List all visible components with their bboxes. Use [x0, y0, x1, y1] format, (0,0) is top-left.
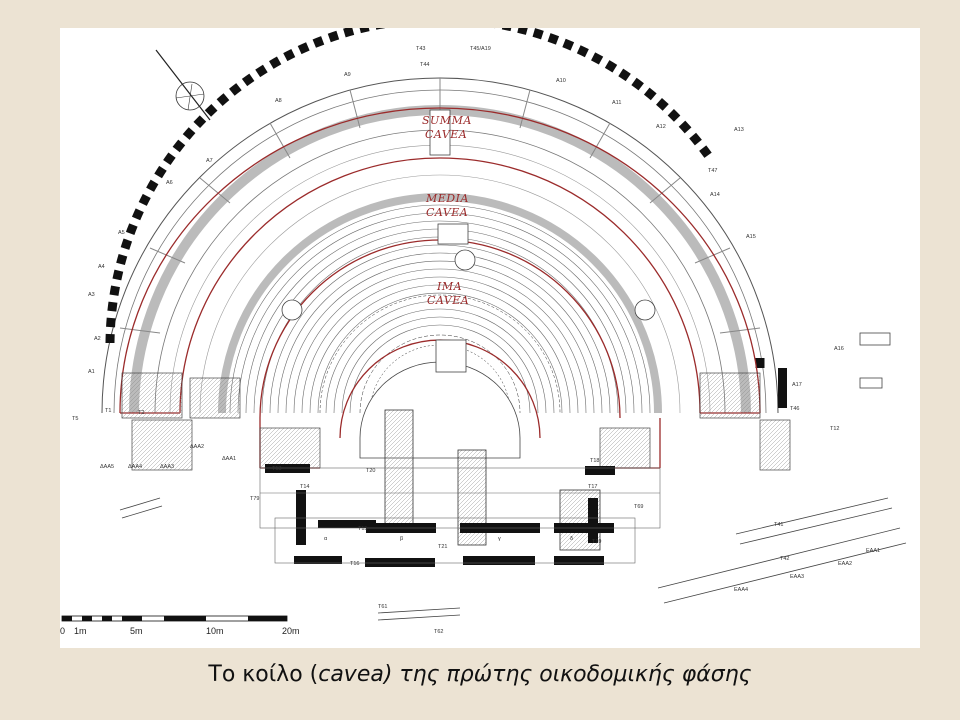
plan-label: A4 [98, 264, 105, 270]
plan-label: T21 [438, 544, 447, 550]
plan-label: A6 [166, 180, 173, 186]
plan-label: T43 [416, 46, 425, 52]
plan-label: ΔAA3 [160, 464, 174, 470]
plan-label: ΔAA4 [128, 464, 142, 470]
plan-label: ΔAA5 [100, 464, 114, 470]
plan-label: A12 [656, 124, 666, 130]
caption-cavea-word: cavea [318, 662, 384, 687]
central-stairs [429, 109, 469, 373]
plan-label: A5 [118, 230, 125, 236]
plan-label: T47 [708, 168, 717, 174]
plan-label: T19 [592, 539, 601, 545]
plan-label: δ [570, 536, 573, 542]
scale-label: 10m [206, 626, 224, 636]
plan-label: T61 [378, 604, 387, 610]
plan-panel: SUMMA CAVEA MEDIA CAVEA IMA CAVEA T43 T4… [60, 28, 920, 648]
plan-label: T12 [830, 426, 839, 432]
plan-label: β [400, 536, 403, 542]
plan-label: γ [498, 536, 501, 542]
plan-label: T44 [420, 62, 429, 68]
plan-label: T42 [780, 556, 789, 562]
plan-label: A10 [556, 78, 566, 84]
plan-labels: T43 T45/A19 T44 A1 A2 A3 A4 A5 A6 A7 A8 … [72, 46, 880, 635]
plan-label: T46 [790, 406, 799, 412]
plan-label: T20 [366, 468, 375, 474]
plan-label: A13 [734, 127, 744, 133]
scale-label: 20m [282, 626, 300, 636]
cavea-plan-drawing: SUMMA CAVEA MEDIA CAVEA IMA CAVEA T43 T4… [60, 28, 907, 636]
plan-label: EAA1 [866, 548, 880, 554]
summa-cavea-label-2: CAVEA [425, 128, 467, 141]
plan-label: T18 [590, 458, 599, 464]
plan-label: A15 [746, 234, 756, 240]
scale-label: 1m [74, 626, 87, 636]
plan-label: T13 [272, 466, 281, 472]
plan-label: T16 [350, 561, 359, 567]
side-structures [121, 372, 791, 471]
outer-buttresses [105, 28, 765, 368]
media-cavea-label-1: MEDIA [425, 192, 469, 205]
plan-label: T62 [434, 629, 443, 635]
media-cavea-label-2: CAVEA [426, 206, 468, 219]
plan-label: A16 [834, 346, 844, 352]
orchestra-area [359, 361, 521, 459]
plan-label: T41 [774, 522, 783, 528]
circular-niches [281, 249, 656, 321]
plan-label: T79 [250, 496, 259, 502]
plan-label: A9 [344, 72, 351, 78]
ima-cavea-label-2: CAVEA [427, 294, 469, 307]
plan-label: T2 [138, 410, 144, 416]
annex-walls [119, 332, 907, 621]
plan-label: EAA2 [838, 561, 852, 567]
scale-label: 0 [60, 626, 65, 636]
stage-outlines [259, 467, 661, 564]
summa-cavea-label-1: SUMMA [422, 114, 472, 127]
zone-labels: SUMMA CAVEA MEDIA CAVEA IMA CAVEA [422, 114, 472, 307]
plan-label: A3 [88, 292, 95, 298]
plan-label: T15 [358, 526, 367, 532]
plan-label: T1 [105, 408, 111, 414]
plan-label: α [324, 536, 328, 542]
caption-pre: Το κοίλο ( [208, 662, 319, 687]
plan-label: A11 [612, 100, 621, 106]
plan-label: EAA3 [790, 574, 804, 580]
plan-label: EAA4 [734, 587, 748, 593]
ima-cavea-label-1: IMA [436, 280, 462, 293]
plan-label: A2 [94, 336, 101, 342]
plan-label: A7 [206, 158, 213, 164]
plan-label: ΔAA1 [222, 456, 236, 462]
plan-label: T69 [634, 504, 643, 510]
plan-label: A14 [710, 192, 720, 198]
slide-caption: Το κοίλο (cavea) της πρώτης οικοδομικής … [0, 662, 960, 687]
plan-label: ΔAA2 [190, 444, 204, 450]
plan-label: A8 [275, 98, 282, 104]
caption-post: ) της πρώτης οικοδομικής φάσης [383, 662, 752, 687]
plan-label: T14 [300, 484, 309, 490]
plan-label: T17 [588, 484, 597, 490]
scale-bar: 0 1m 5m 10m 20m [60, 615, 300, 636]
north-arrow-icon [155, 49, 211, 121]
plan-label: T5 [72, 416, 78, 422]
plan-label: A17 [792, 382, 802, 388]
plan-label: A1 [88, 369, 95, 375]
plan-label: T45/A19 [470, 46, 491, 52]
scale-label: 5m [130, 626, 143, 636]
